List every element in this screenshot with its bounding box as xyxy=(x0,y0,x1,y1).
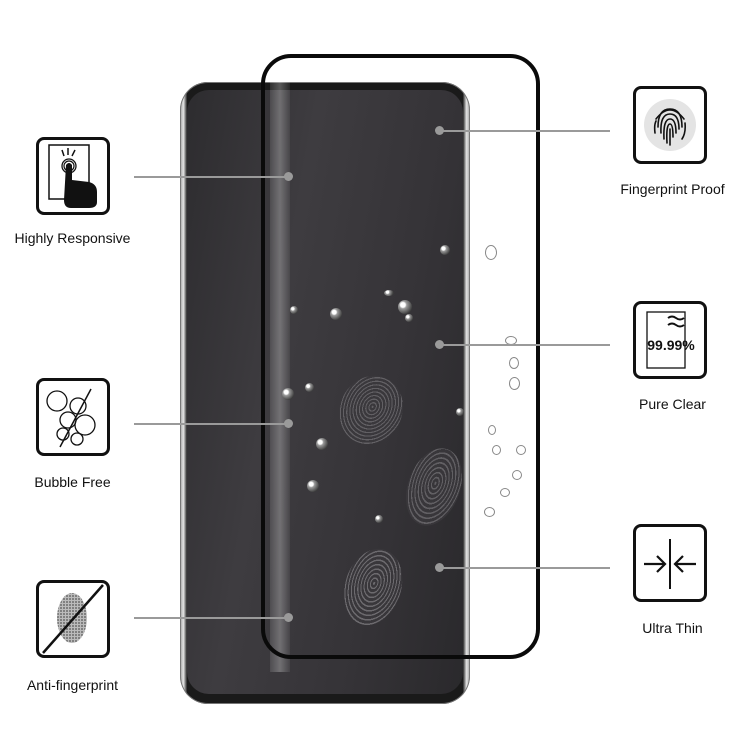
leader-line-highly-responsive xyxy=(134,176,288,178)
water-droplet xyxy=(282,388,294,400)
ultra-thin-icon-box xyxy=(633,524,707,602)
fingerprint-proof-icon-box xyxy=(633,86,707,164)
pure-clear-percentage: 99.99% xyxy=(647,337,695,353)
callout-dot xyxy=(284,419,293,428)
ultra-thin-icon xyxy=(644,539,696,589)
feature-label-pure-clear: Pure Clear xyxy=(639,396,706,412)
water-droplet xyxy=(440,245,450,255)
water-droplet xyxy=(485,245,497,260)
screen-protector-film xyxy=(261,54,540,659)
film-curved-edge-sheen xyxy=(270,82,290,672)
feature-label-bubble-free: Bubble Free xyxy=(34,474,111,490)
water-droplet xyxy=(456,408,464,416)
anti-fingerprint-icon xyxy=(42,584,104,654)
water-droplet xyxy=(330,308,342,320)
bubble-free-icon xyxy=(46,388,96,448)
water-droplet xyxy=(488,425,496,435)
callout-dot xyxy=(435,126,444,135)
water-droplet xyxy=(492,445,501,455)
highly-responsive-icon-box xyxy=(36,137,110,215)
bubble-free-icon-box xyxy=(36,378,110,456)
phone-screen xyxy=(187,90,463,694)
water-droplet xyxy=(484,507,495,517)
water-droplet xyxy=(305,383,314,392)
water-droplet xyxy=(512,470,522,480)
feature-label-fingerprint-proof: Fingerprint Proof xyxy=(620,181,725,197)
anti-fingerprint-icon-box xyxy=(36,580,110,658)
phone-body xyxy=(180,82,470,704)
leader-line-pure-clear xyxy=(442,344,610,346)
leader-line-anti-fingerprint xyxy=(134,617,288,619)
feature-label-ultra-thin: Ultra Thin xyxy=(642,620,703,636)
pure-clear-icon-box: 99.99% xyxy=(633,301,707,379)
leader-line-bubble-free xyxy=(134,423,288,425)
feature-label-highly-responsive: Highly Responsive xyxy=(14,230,131,246)
leader-line-ultra-thin xyxy=(442,567,610,569)
callout-dot xyxy=(284,172,293,181)
water-droplet xyxy=(509,377,520,390)
water-droplet xyxy=(405,314,413,322)
pure-clear-icon: 99.99% xyxy=(646,311,695,369)
callout-dot xyxy=(435,340,444,349)
touch-finger-icon xyxy=(48,144,97,208)
leader-line-fingerprint-proof xyxy=(442,130,610,132)
water-droplet xyxy=(500,488,510,497)
fingerprint-icon xyxy=(644,99,696,151)
water-droplet xyxy=(307,480,319,492)
water-droplet xyxy=(290,306,298,314)
water-droplet xyxy=(316,438,328,450)
callout-dot xyxy=(284,613,293,622)
water-droplet xyxy=(516,445,526,455)
water-droplet xyxy=(509,357,519,369)
water-droplet xyxy=(398,300,412,314)
water-droplet xyxy=(375,515,383,523)
water-droplet xyxy=(384,290,394,296)
feature-label-anti-fingerprint: Anti-fingerprint xyxy=(26,677,119,693)
callout-dot xyxy=(435,563,444,572)
